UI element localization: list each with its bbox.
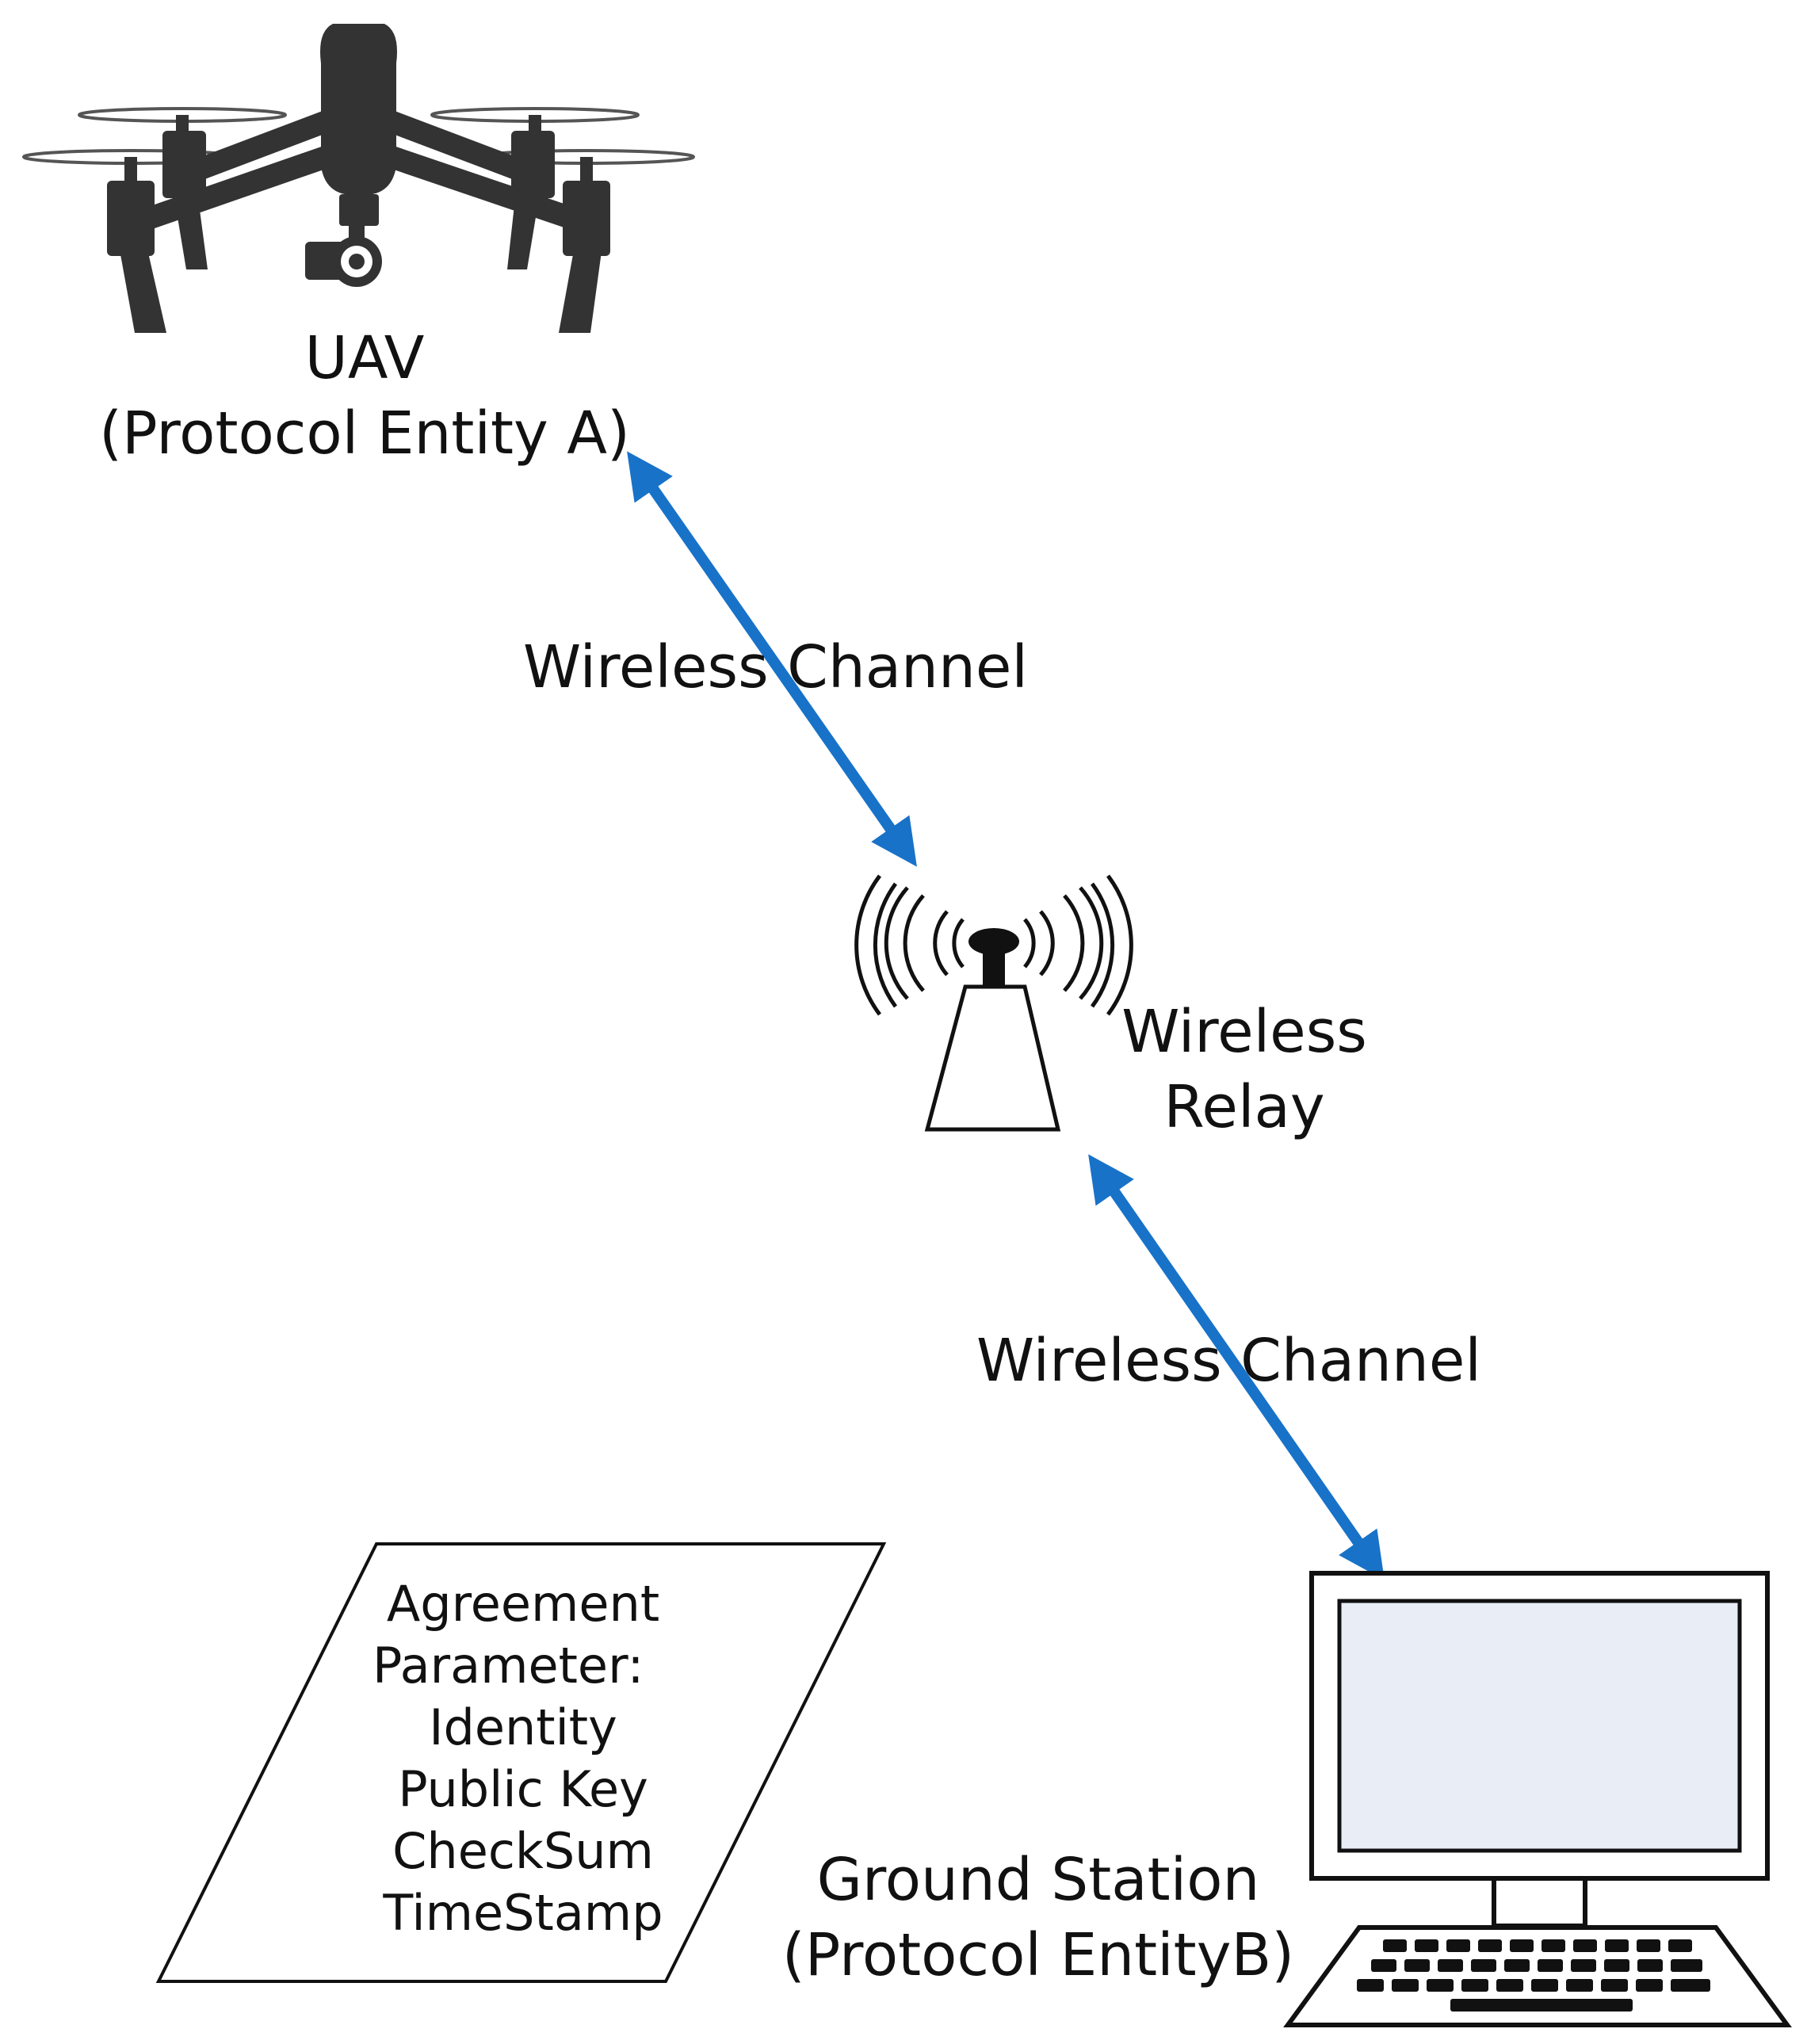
drone-icon: [22, 24, 695, 333]
parameter-item-identity: Identity: [429, 1698, 617, 1756]
agreement-parameters: Agreement Parameter: Identity Public Key…: [333, 1573, 713, 1944]
ground-station-subtitle: (Protocol EntityB): [781, 1921, 1295, 1989]
relay-label: Wireless Relay: [1110, 995, 1379, 1145]
ground-station-title: Ground Station: [816, 1846, 1260, 1914]
parameter-box: [155, 1542, 887, 1983]
wireless-channel-label-bottom: Wireless Channel: [976, 1327, 1481, 1395]
parameter-item-timestamp: TimeStamp: [383, 1884, 663, 1942]
wireless-channel-arrow-top: [627, 451, 917, 867]
antenna-tower-icon: [854, 874, 1133, 1132]
wireless-channel-label-top: Wireless Channel: [523, 633, 1028, 701]
parameter-item-public-key: Public Key: [398, 1760, 648, 1818]
uav-subtitle: (Protocol Entity A): [99, 399, 630, 468]
desktop-computer-icon: [1283, 1571, 1792, 2027]
relay-title-line2: Relay: [1163, 1073, 1325, 1141]
wireless-channel-arrow-bottom: [1088, 1154, 1385, 1580]
relay-title-line1: Wireless: [1121, 998, 1367, 1066]
uav-label: UAV (Protocol Entity A): [48, 321, 682, 472]
ground-station-label: Ground Station (Protocol EntityB): [761, 1843, 1316, 1993]
parameters-heading-line1: Agreement: [386, 1575, 660, 1633]
parameter-item-checksum: CheckSum: [392, 1822, 654, 1880]
parameters-heading-line2: Parameter:: [372, 1637, 644, 1694]
uav-title: UAV: [304, 324, 425, 392]
